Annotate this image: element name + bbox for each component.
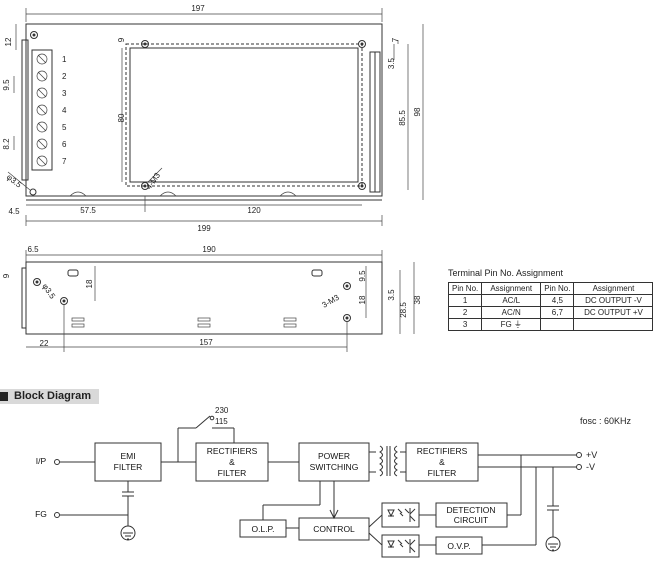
emi-line1: EMI	[120, 451, 135, 461]
dim-12: 12	[4, 37, 13, 46]
switch-230: 230	[215, 406, 229, 415]
table-row: 1 AC/L 4,5 DC OUTPUT -V	[447, 294, 654, 307]
table-cell: DC OUTPUT -V	[573, 294, 654, 307]
terminal-table: Pin No. Assignment Pin No. Assignment 1 …	[447, 282, 654, 331]
rect2-line3: FILTER	[428, 468, 457, 478]
rect2-line1: RECTIFIERS	[417, 446, 468, 456]
dim-8-2: 8.2	[2, 138, 11, 150]
dim-120: 120	[247, 206, 261, 215]
dim-6-5: 6.5	[27, 245, 39, 254]
rectifier-filter-block-2	[405, 442, 479, 482]
dim-phi-3-5: φ3.5	[5, 172, 24, 189]
dim-side-phi: φ3.5	[40, 282, 57, 301]
dim-side-9: 9	[2, 273, 11, 278]
mount-hole	[29, 31, 366, 196]
fg-label: FG	[35, 509, 47, 519]
dim-3-5: 3.5	[387, 57, 396, 69]
dim-side-18b: 18	[358, 295, 367, 304]
dim-197: 197	[191, 4, 205, 13]
ip-label: I/P	[36, 456, 47, 466]
photocoupler-icon-2	[381, 534, 420, 558]
switch-115: 115	[215, 417, 228, 426]
photocoupler-icon	[381, 502, 420, 528]
block-diagram-heading: Block Diagram	[0, 389, 100, 404]
dim-80: 80	[117, 113, 126, 122]
table-cell: 1	[447, 294, 483, 307]
table-cell: AC/N	[481, 306, 542, 319]
dim-side-9-5: 9.5	[358, 270, 367, 282]
ovp-label: O.V.P.	[447, 541, 470, 551]
rect1-line2: &	[229, 457, 235, 467]
dim-85-5: 85.5	[398, 110, 407, 126]
rect2-line2: &	[439, 457, 445, 467]
power-switching-block	[298, 442, 370, 482]
table-header-row: Pin No. Assignment Pin No. Assignment	[447, 282, 654, 295]
table-cell: DC OUTPUT +V	[573, 306, 654, 319]
dim-98: 98	[413, 107, 422, 116]
table-cell: 4,5	[540, 294, 575, 307]
header-cell: Assignment	[481, 282, 542, 295]
dim-4-5: 4.5	[8, 207, 20, 216]
table-cell	[573, 318, 654, 331]
label-4-m3: 4-M3	[144, 171, 162, 192]
dim-side-18: 18	[85, 279, 94, 288]
ground-icon	[120, 525, 136, 541]
label-3-m3: 3-M3	[321, 293, 342, 310]
detection-line1: DETECTION	[446, 505, 495, 515]
rectifier-filter-block-1	[195, 442, 269, 482]
table-cell: FG ⏚	[481, 318, 542, 331]
power-line1: POWER	[318, 451, 350, 461]
power-line2: SWITCHING	[310, 462, 359, 472]
fosc-label: fosc : 60KHz	[580, 416, 632, 426]
header-cell: Pin No.	[540, 282, 575, 295]
dim-7: 7	[391, 37, 400, 42]
dim-side-3-5: 3.5	[387, 289, 396, 301]
terminal-3: 3	[62, 89, 67, 98]
header-cell: Assignment	[573, 282, 654, 295]
emi-filter-block	[94, 442, 162, 482]
plus-v-label: +V	[586, 450, 597, 460]
ground-icon-2	[545, 536, 561, 552]
transformer-icon	[369, 445, 406, 477]
terminal-1: 1	[62, 55, 67, 64]
table-cell: 3	[447, 318, 483, 331]
minus-v-label: -V	[586, 462, 595, 472]
table-title: Terminal Pin No. Assignment	[448, 268, 564, 278]
rect1-line3: FILTER	[218, 468, 247, 478]
side-view: 6.5 190 9 φ3.5 18 3-M3 9.5 18 3.5 28.5 3…	[2, 245, 422, 352]
table-cell: 2	[447, 306, 483, 319]
table-row: 2 AC/N 6,7 DC OUTPUT +V	[447, 306, 654, 319]
dim-9: 9	[117, 37, 126, 42]
top-view: 1 9 7	[2, 4, 424, 233]
terminal-5: 5	[62, 123, 67, 132]
dim-side-38: 38	[413, 295, 422, 304]
header-cell: Pin No.	[447, 282, 483, 295]
table-cell: AC/L	[481, 294, 542, 307]
terminal-numbers: 1 2 3 4 5 6 7	[62, 55, 67, 166]
terminal-6: 6	[62, 140, 67, 149]
table-row: 3 FG ⏚	[447, 318, 654, 331]
dim-side-22: 22	[40, 339, 49, 348]
detection-line2: CIRCUIT	[454, 515, 488, 525]
dim-side-157: 157	[199, 338, 213, 347]
dim-9-5: 9.5	[2, 79, 11, 91]
olp-label: O.L.P.	[252, 524, 275, 534]
table-cell	[540, 318, 575, 331]
dim-side-28-5: 28.5	[399, 302, 408, 318]
control-label: CONTROL	[313, 524, 355, 534]
terminal-7: 7	[62, 157, 67, 166]
dim-199: 199	[197, 224, 211, 233]
emi-line2: FILTER	[114, 462, 143, 472]
rect1-line1: RECTIFIERS	[207, 446, 258, 456]
terminal-2: 2	[62, 72, 67, 81]
dim-190: 190	[202, 245, 216, 254]
dim-57-5: 57.5	[80, 206, 96, 215]
detection-circuit-block	[435, 502, 508, 528]
terminal-block	[31, 49, 53, 171]
table-cell: 6,7	[540, 306, 575, 319]
terminal-4: 4	[62, 106, 67, 115]
block-diagram: fosc : 60KHz I/P FG EMI FILTER 230 115 R…	[35, 406, 632, 558]
